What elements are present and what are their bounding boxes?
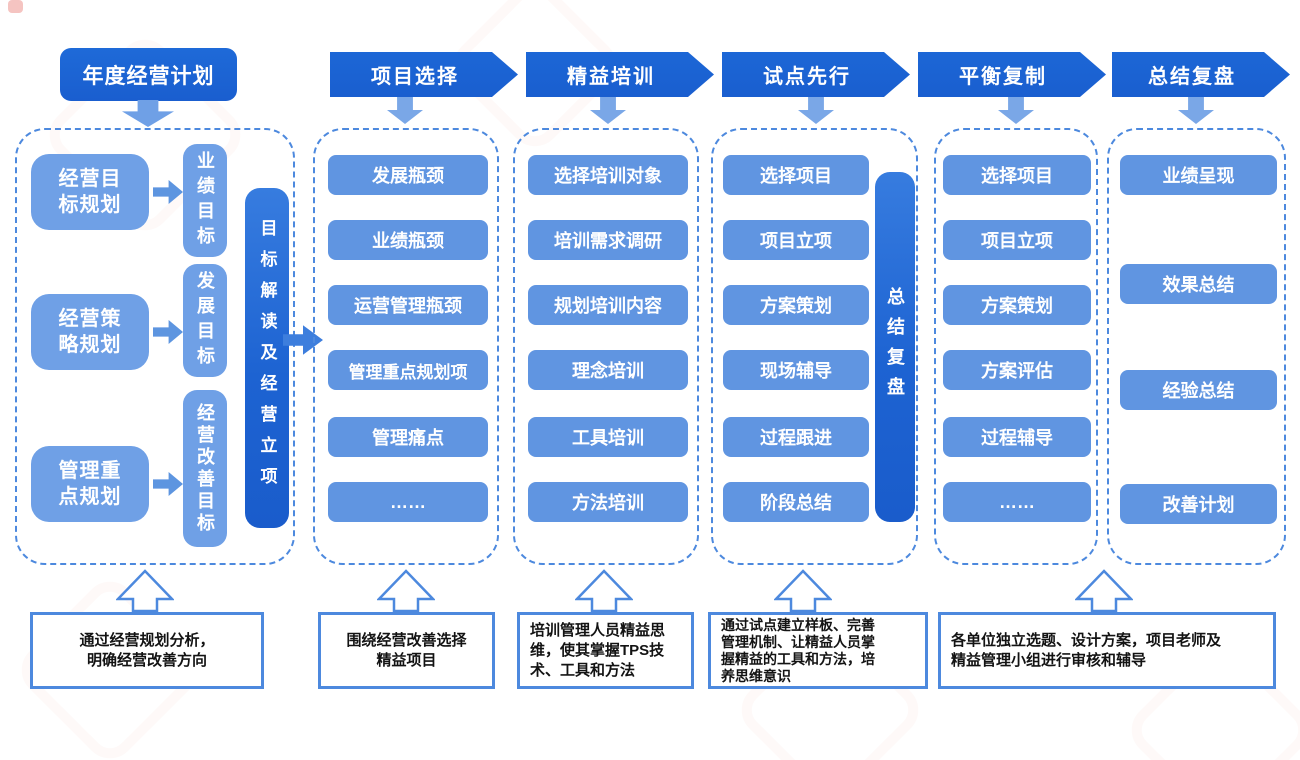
planning-target-box: 发展目标 — [183, 264, 227, 377]
planning-source-line: 略规划 — [58, 334, 122, 356]
callout-line: 维，使其掌握TPS技 — [530, 641, 665, 659]
step-box: 选择培训对象 — [528, 155, 688, 195]
step-box: 过程辅导 — [943, 417, 1091, 457]
banner-lean-training: 精益培训 — [526, 52, 714, 97]
panel-summary-review: 业绩呈现 效果总结 经验总结 改善计划 — [1107, 128, 1286, 565]
down-arrow-icon — [387, 97, 423, 124]
callout-line: 通过经营规划分析， — [79, 631, 215, 649]
banner-summary-review: 总结复盘 — [1112, 52, 1290, 97]
step-box: 规划培训内容 — [528, 285, 688, 325]
planning-source-line: 经营目 — [58, 168, 122, 190]
step-box: 阶段总结 — [723, 482, 869, 522]
up-arrow-icon — [377, 569, 435, 613]
step-box: 现场辅导 — [723, 350, 869, 390]
right-arrow-icon — [153, 472, 183, 496]
step-box: 选择项目 — [943, 155, 1091, 195]
callout-line: 术、工具和方法 — [530, 661, 636, 679]
down-arrow-icon — [998, 97, 1034, 124]
callout-project-selection: 围绕经营改善选择 精益项目 — [318, 612, 495, 689]
step-box: 方案策划 — [943, 285, 1091, 325]
planning-source-box: 经营目 标规划 — [31, 154, 149, 230]
step-box: 方案评估 — [943, 350, 1091, 390]
step-box: 效果总结 — [1120, 264, 1277, 304]
callout-line: 明确经营改善方向 — [86, 651, 207, 669]
planning-target-box: 经营改善目标 — [183, 390, 227, 547]
planning-target-box: 业绩目标 — [183, 144, 227, 257]
step-box: …… — [328, 482, 488, 522]
up-arrow-icon — [575, 569, 633, 613]
panel-pilot-first: 选择项目 项目立项 方案策划 现场辅导 过程跟进 阶段总结 总结复盘 — [711, 128, 918, 565]
summary-review-bar: 总结复盘 — [875, 172, 915, 522]
goal-decode-bar: 目标解读及经营立项 — [245, 188, 289, 528]
step-box: 项目立项 — [943, 220, 1091, 260]
step-box: 方案策划 — [723, 285, 869, 325]
step-box: 项目立项 — [723, 220, 869, 260]
callout-replication: 各单位独立选题、设计方案，项目老师及 精益管理小组进行审核和辅导 — [938, 612, 1276, 689]
right-arrow-icon — [153, 320, 183, 344]
planning-source-line: 经营策 — [58, 308, 122, 330]
down-arrow-icon — [1178, 97, 1214, 124]
step-box: 培训需求调研 — [528, 220, 688, 260]
callout-line: 各单位独立选题、设计方案，项目老师及 — [951, 631, 1222, 649]
step-box: 选择项目 — [723, 155, 869, 195]
up-arrow-icon — [116, 569, 174, 613]
watermark-logo — [8, 0, 23, 13]
callout-pilot-first: 通过试点建立样板、完善 管理机制、让精益人员掌 握精益的工具和方法，培 养思维意… — [708, 612, 928, 689]
callout-line: 管理机制、让精益人员掌 — [721, 633, 875, 650]
up-arrow-icon — [774, 569, 832, 613]
annual-plan-title: 年度经营计划 — [60, 48, 237, 101]
callout-line: 培训管理人员精益思 — [530, 621, 666, 639]
planning-source-box: 管理重 点规划 — [31, 446, 149, 522]
right-arrow-icon — [153, 180, 183, 204]
step-box: 发展瓶颈 — [328, 155, 488, 195]
planning-source-line: 点规划 — [58, 486, 122, 508]
banner-project-selection: 项目选择 — [330, 52, 518, 97]
banner-balanced-replication: 平衡复制 — [918, 52, 1106, 97]
down-arrow-icon — [798, 97, 834, 124]
callout-line: 握精益的工具和方法，培 — [721, 650, 875, 667]
planning-source-box: 经营策 略规划 — [31, 294, 149, 370]
panel-lean-training: 选择培训对象 培训需求调研 规划培训内容 理念培训 工具培训 方法培训 — [513, 128, 699, 565]
down-arrow-icon — [590, 97, 626, 124]
step-box: …… — [943, 482, 1091, 522]
step-box: 经验总结 — [1120, 370, 1277, 410]
step-box: 方法培训 — [528, 482, 688, 522]
panel-annual-planning: 经营目 标规划 业绩目标 经营策 略规划 发展目标 管理重 点规划 经营改善目标… — [15, 128, 295, 565]
callout-planning: 通过经营规划分析， 明确经营改善方向 — [30, 612, 264, 689]
step-box: 过程跟进 — [723, 417, 869, 457]
callout-lean-training: 培训管理人员精益思 维，使其掌握TPS技 术、工具和方法 — [517, 612, 694, 689]
callout-line: 通过试点建立样板、完善 — [721, 616, 875, 633]
step-box: 管理重点规划项 — [328, 350, 488, 390]
callout-line: 围绕经营改善选择 — [346, 631, 467, 649]
step-box: 管理痛点 — [328, 417, 488, 457]
step-box: 运营管理瓶颈 — [328, 285, 488, 325]
step-box: 业绩瓶颈 — [328, 220, 488, 260]
planning-source-line: 管理重 — [58, 460, 122, 482]
panel-project-selection: 发展瓶颈 业绩瓶颈 运营管理瓶颈 管理重点规划项 管理痛点 …… — [313, 128, 499, 565]
step-box: 工具培训 — [528, 417, 688, 457]
callout-line: 养思维意识 — [721, 667, 791, 684]
step-box: 改善计划 — [1120, 484, 1277, 524]
step-box: 理念培训 — [528, 350, 688, 390]
up-arrow-icon — [1075, 569, 1133, 613]
step-box: 业绩呈现 — [1120, 155, 1277, 195]
banner-pilot-first: 试点先行 — [722, 52, 910, 97]
callout-line: 精益管理小组进行审核和辅导 — [951, 651, 1147, 669]
planning-source-line: 标规划 — [58, 194, 122, 216]
callout-line: 精益项目 — [376, 651, 437, 669]
panel-balanced-replication: 选择项目 项目立项 方案策划 方案评估 过程辅导 …… — [934, 128, 1098, 565]
